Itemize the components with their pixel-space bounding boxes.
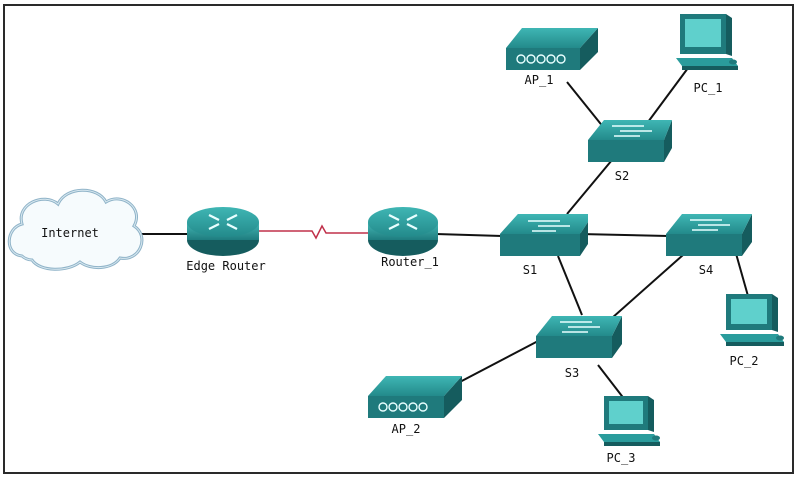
switch-icon xyxy=(666,214,752,256)
s1-label: S1 xyxy=(523,263,537,277)
link-s4-pc-2 xyxy=(734,249,749,297)
diagram-frame xyxy=(3,4,794,474)
pc-1-label: PC_1 xyxy=(694,81,723,95)
link-router-1-s1 xyxy=(435,233,503,237)
link-s1-s4 xyxy=(579,233,669,237)
pc-1-node[interactable]: PC_1 xyxy=(676,14,738,95)
switch-icon xyxy=(588,120,672,162)
pc-icon xyxy=(720,294,784,346)
link-serial-edge-router-router-1 xyxy=(258,224,372,240)
router-1-label: Router_1 xyxy=(381,255,439,269)
pc-2-label: PC_2 xyxy=(730,354,759,368)
link-s2-ap-1 xyxy=(566,81,605,129)
switch-icon xyxy=(500,214,588,256)
s3-label: S3 xyxy=(565,366,579,380)
pc-2-node[interactable]: PC_2 xyxy=(720,294,784,368)
pc-3-label: PC_3 xyxy=(607,451,636,465)
pc-icon xyxy=(676,14,738,70)
router-icon xyxy=(368,207,438,256)
router-icon xyxy=(187,207,259,256)
ap-1-node[interactable]: AP_1 xyxy=(506,28,598,87)
pc-icon xyxy=(598,396,660,446)
link-s4-s3 xyxy=(611,254,684,319)
link-s3-ap-2 xyxy=(455,339,541,385)
edge-router-label: Edge Router xyxy=(186,259,265,273)
router-1-node[interactable]: Router_1 xyxy=(368,207,439,269)
link-s1-s2 xyxy=(566,159,613,215)
link-s2-pc-1 xyxy=(647,67,689,123)
cloud-icon xyxy=(7,188,144,271)
switch-s1-node[interactable]: S1 xyxy=(500,214,588,277)
switch-s4-node[interactable]: S4 xyxy=(666,214,752,277)
ap-1-label: AP_1 xyxy=(525,73,554,87)
link-s1-s3 xyxy=(557,255,583,316)
switch-icon xyxy=(536,316,622,358)
edge-router-node[interactable]: Edge Router xyxy=(186,207,266,273)
switch-s3-node[interactable]: S3 xyxy=(536,316,622,380)
s4-label: S4 xyxy=(699,263,713,277)
link-s3-pc-3 xyxy=(597,364,626,401)
links xyxy=(132,67,749,401)
ap-2-label: AP_2 xyxy=(392,422,421,436)
ap-2-node[interactable]: AP_2 xyxy=(368,376,462,436)
access-point-icon xyxy=(368,376,462,418)
internet-label: Internet xyxy=(41,226,99,240)
access-point-icon xyxy=(506,28,598,70)
internet-node[interactable]: Internet xyxy=(7,188,144,271)
s2-label: S2 xyxy=(615,169,629,183)
switch-s2-node[interactable]: S2 xyxy=(588,120,672,183)
pc-3-node[interactable]: PC_3 xyxy=(598,396,660,465)
